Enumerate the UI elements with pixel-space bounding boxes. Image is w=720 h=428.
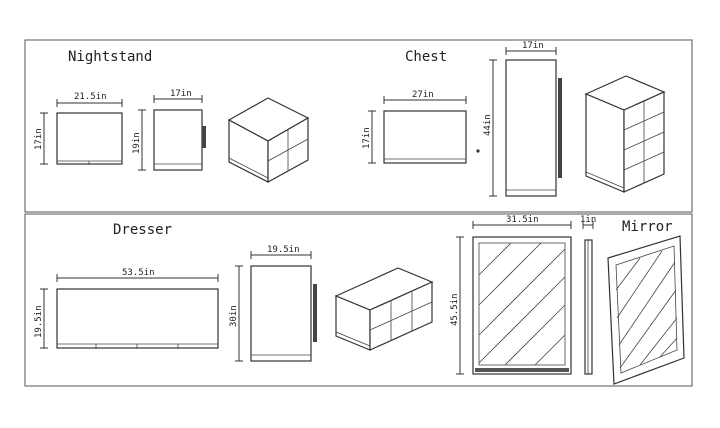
nightstand-isometric-view [227,97,310,184]
chest-top-depth-label: 17in [362,127,372,149]
dresser-front-height-label: 19.5in [34,305,44,338]
nightstand-side-depth-label: 17in [170,89,192,99]
mirror-thickness-label: 1in [580,215,596,225]
mirror-height-label: 45.5in [450,293,460,326]
dresser-section: Dresser 53.5in 19.5in 19.5in 30in [34,222,434,362]
dresser-side-view: 19.5in 30in [229,245,317,362]
nightstand-front-view: 21.5in 17in [34,92,123,165]
dresser-front-width-label: 53.5in [122,268,155,278]
nightstand-title: Nightstand [68,49,152,65]
chest-top-width-label: 27in [412,90,434,100]
mirror-perspective-view [607,235,685,385]
chest-isometric-view [584,75,666,193]
nightstand-side-height-label: 19in [132,132,142,154]
mirror-title: Mirror [622,219,673,235]
dresser-front-view: 53.5in 19.5in [34,268,219,349]
mirror-front-view: 31.5in 45.5in [450,215,572,375]
chest-side-view: 17in 44in [483,41,562,197]
chest-side-depth-label: 17in [522,41,544,51]
chest-side-height-label: 44in [483,114,493,136]
nightstand-section: Nightstand 21.5in 17in 17in 19in [34,49,310,184]
top-panel-frame [24,39,693,213]
dresser-isometric-view [334,267,434,351]
chest-top-view: 27in 17in [362,90,480,164]
dresser-side-depth-label: 19.5in [267,245,300,255]
bottom-panel-frame [24,213,693,387]
nightstand-front-height-label: 17in [34,128,44,150]
chest-title: Chest [405,49,447,65]
chest-section: Chest 27in 17in 17in 44in [362,41,666,197]
nightstand-front-width-label: 21.5in [74,92,107,102]
dresser-title: Dresser [113,222,172,238]
mirror-section: Mirror 31.5in 45.5in 1in [450,215,685,385]
dresser-side-height-label: 30in [229,305,239,327]
nightstand-side-view: 17in 19in [132,89,206,171]
mirror-side-view: 1in [580,215,596,375]
mirror-width-label: 31.5in [506,215,539,225]
